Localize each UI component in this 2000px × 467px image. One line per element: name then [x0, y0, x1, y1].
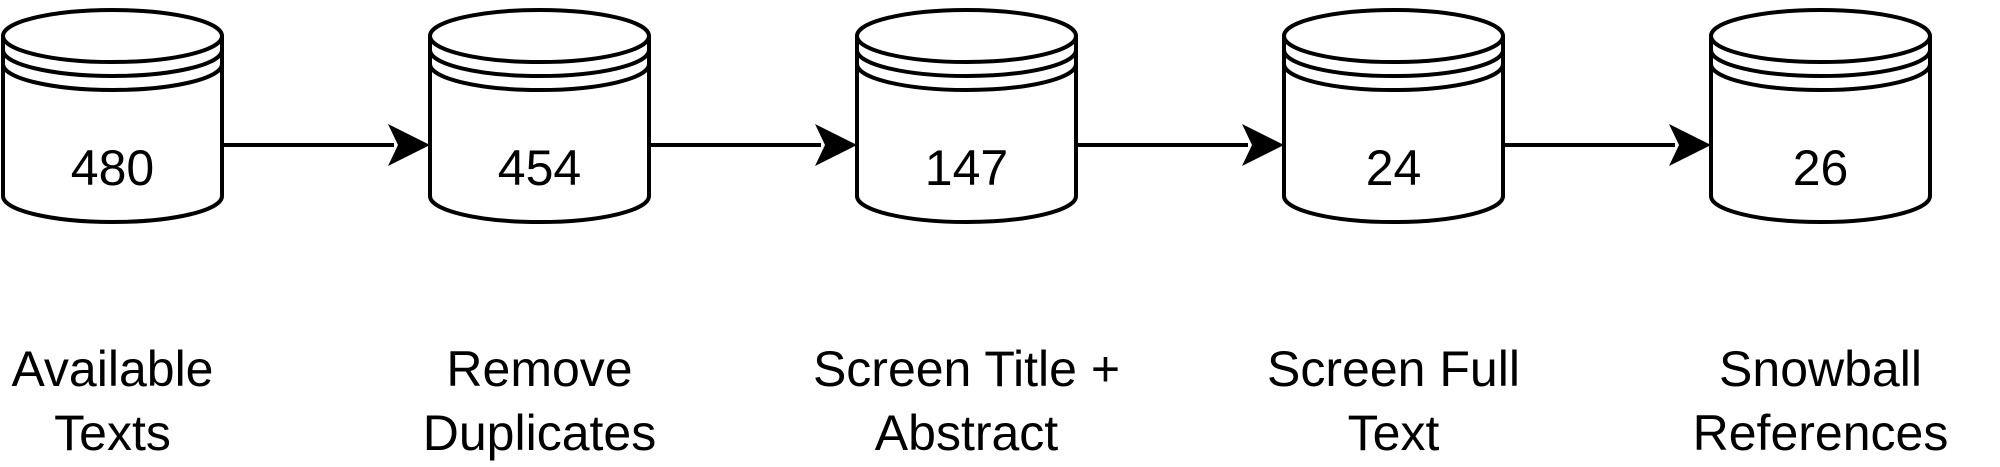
stage-label-line-2: References	[1693, 405, 1949, 461]
flow-arrow	[1076, 124, 1284, 166]
cylinder-ring	[1, 63, 224, 92]
cylinder-top	[1282, 8, 1505, 64]
stage-count: 24	[1366, 140, 1422, 196]
cylinder-ring	[855, 63, 1078, 92]
cylinder-ring	[428, 49, 651, 78]
stage-label-line-2: Duplicates	[423, 405, 656, 461]
stage-count: 26	[1793, 140, 1849, 196]
cylinder-ring	[1709, 49, 1932, 78]
cylinder-ring	[428, 63, 651, 92]
stage-label-line-1: Available	[11, 341, 213, 397]
stage-label-line-1: Screen Full	[1267, 341, 1520, 397]
cylinder-body	[428, 36, 651, 224]
stage-label-line-2: Texts	[54, 405, 171, 461]
cylinder-top	[855, 8, 1078, 64]
arrow-head	[388, 124, 430, 166]
arrow-head	[1669, 124, 1711, 166]
stage-count: 147	[925, 140, 1008, 196]
cylinder-body	[1, 36, 224, 224]
cylinder-ring	[1282, 49, 1505, 78]
arrow-head	[815, 124, 857, 166]
cylinder-top	[1, 8, 224, 64]
cylinder-ring	[855, 49, 1078, 78]
stage-count: 454	[498, 140, 581, 196]
stage-label-line-1: Screen Title +	[813, 341, 1120, 397]
flow-arrow	[649, 124, 857, 166]
cylinder-top	[1709, 8, 1932, 64]
stage-label-line-2: Abstract	[875, 405, 1059, 461]
stage-label-line-1: Remove	[446, 341, 632, 397]
flow-arrow	[1503, 124, 1711, 166]
flow-arrow	[222, 124, 430, 166]
cylinder-ring	[1, 49, 224, 78]
stage-label-line-1: Snowball	[1719, 341, 1922, 397]
cylinder-body	[1282, 36, 1505, 224]
cylinder-ring	[1282, 63, 1505, 92]
cylinder-top	[428, 8, 651, 64]
cylinder-ring	[1709, 63, 1932, 92]
cylinder-body	[1709, 36, 1932, 224]
arrow-head	[1242, 124, 1284, 166]
stage-label-line-2: Text	[1348, 405, 1440, 461]
stage-count: 480	[71, 140, 154, 196]
cylinder-body	[855, 36, 1078, 224]
